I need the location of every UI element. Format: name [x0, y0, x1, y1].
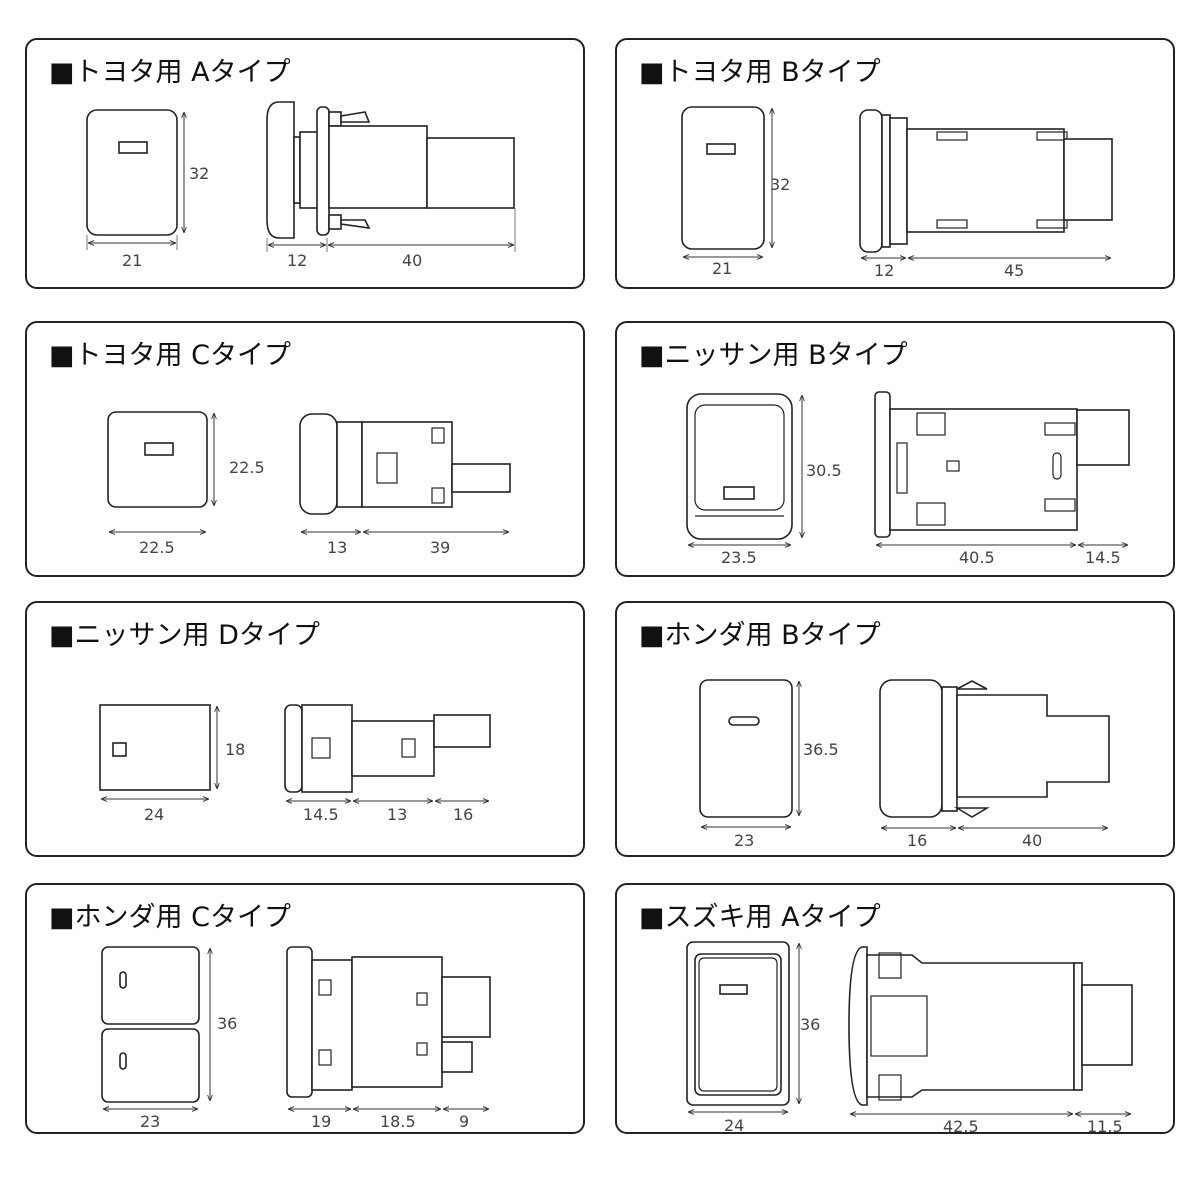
- panel-title: ■トヨタ用 Cタイプ: [49, 340, 291, 371]
- dim-height: 32: [770, 175, 790, 194]
- panel-nissan-d: ■ニッサン用 Dタイプ 24 18 14.5 13 16: [25, 601, 585, 857]
- dim-width: 21: [712, 259, 732, 278]
- indicator-icon: [144, 442, 174, 456]
- indicator-icon: [719, 984, 748, 995]
- switch-diagram: 24 36 42.5 11.5: [686, 941, 1133, 1136]
- dim-flange: 12: [874, 261, 894, 280]
- panel-toyota-c: ■トヨタ用 Cタイプ 22.5 22.5 13 39: [25, 321, 585, 577]
- panel-toyota-a: ■トヨタ用 Aタイプ 21 32 12 40: [25, 38, 585, 289]
- dim-width: 21: [122, 251, 142, 270]
- dim-body: 13: [387, 805, 407, 824]
- dim-depth: 40: [1022, 831, 1042, 850]
- dim-width: 22.5: [139, 538, 175, 557]
- switch-diagram: 22.5 22.5 13 39: [107, 411, 511, 557]
- dim-height: 36: [800, 1015, 820, 1034]
- indicator-icon: [118, 141, 148, 154]
- dim-depth: 40: [402, 251, 422, 270]
- dim-depth: 39: [430, 538, 450, 557]
- panel-title: ■ニッサン用 Bタイプ: [639, 340, 908, 371]
- switch-side-view: [874, 391, 1130, 538]
- switch-front-view: [681, 106, 765, 250]
- dim-width: 23.5: [721, 548, 757, 567]
- switch-side-view: [879, 679, 1110, 818]
- dim-height: 36: [217, 1014, 237, 1033]
- panel-title: ■ニッサン用 Dタイプ: [49, 620, 320, 651]
- panel-title: ■トヨタ用 Aタイプ: [49, 57, 291, 88]
- switch-diagram: 23 36 19 18.5 9: [101, 946, 491, 1131]
- switch-diagram: 23.5 30.5 40.5 14.5: [686, 391, 1130, 567]
- dim-depth: 40.5: [959, 548, 995, 567]
- switch-diagram: 21 32 12 40: [86, 101, 516, 270]
- switch-front-view: [699, 679, 793, 818]
- dim-height: 22.5: [229, 458, 265, 477]
- switch-front-view: [686, 393, 793, 540]
- dim-rear: 16: [453, 805, 473, 824]
- switch-side-view: [299, 413, 511, 515]
- panel-suzuki-a: ■スズキ用 Aタイプ 24 36 42.5 11.5: [615, 883, 1175, 1136]
- switch-side-view: [286, 946, 491, 1098]
- switch-front-view-lower: [101, 1028, 200, 1103]
- dim-height: 32: [189, 164, 209, 183]
- switch-diagram: 23 36.5 16 40: [699, 679, 1110, 850]
- dim-width: 24: [724, 1116, 744, 1135]
- dim-height: 30.5: [806, 461, 842, 480]
- indicator-icon: [728, 716, 760, 726]
- switch-side-view: [266, 101, 515, 239]
- switch-side-view: [859, 109, 1113, 253]
- panel-title: ■スズキ用 Aタイプ: [639, 902, 881, 933]
- dim-flange: 12: [287, 251, 307, 270]
- switch-diagram: 21 32 12 45: [681, 106, 1113, 280]
- dim-width: 23: [140, 1112, 160, 1131]
- dim-flange: 19: [311, 1112, 331, 1131]
- panel-title: ■トヨタ用 Bタイプ: [639, 57, 881, 88]
- panel-title: ■ホンダ用 Cタイプ: [49, 902, 291, 933]
- dim-flange: 16: [907, 831, 927, 850]
- dim-depth: 42.5: [943, 1117, 979, 1136]
- panel-toyota-b: ■トヨタ用 Bタイプ 21 32 12 45: [615, 38, 1175, 289]
- indicator-icon: [119, 1052, 127, 1070]
- dim-height: 36.5: [803, 740, 839, 759]
- indicator-icon: [112, 742, 127, 757]
- switch-front-view: [694, 953, 782, 1096]
- indicator-icon: [119, 971, 127, 989]
- indicator-icon: [706, 143, 736, 155]
- dim-flange: 14.5: [303, 805, 339, 824]
- switch-front-view-upper: [101, 946, 200, 1025]
- panel-honda-c: ■ホンダ用 Cタイプ 23 36 19 18.5 9: [25, 883, 585, 1134]
- dim-width: 24: [144, 805, 164, 824]
- panel-honda-b: ■ホンダ用 Bタイプ 23 36.5 16 40: [615, 601, 1175, 857]
- panel-nissan-b: ■ニッサン用 Bタイプ 23.5 30.5 40.5 14.5: [615, 321, 1175, 577]
- switch-front-view: [86, 109, 178, 236]
- dim-rear: 14.5: [1085, 548, 1121, 567]
- dim-rear: 9: [459, 1112, 469, 1131]
- switch-diagram: 24 18 14.5 13 16: [99, 704, 491, 824]
- dim-rear: 11.5: [1087, 1117, 1123, 1136]
- switch-side-view: [848, 946, 1133, 1106]
- dim-body: 18.5: [380, 1112, 416, 1131]
- dim-flange: 13: [327, 538, 347, 557]
- switch-side-view: [284, 704, 491, 793]
- dim-depth: 45: [1004, 261, 1024, 280]
- indicator-icon: [723, 486, 755, 500]
- dim-height: 18: [225, 740, 245, 759]
- dim-width: 23: [734, 831, 754, 850]
- switch-front-view: [107, 411, 208, 508]
- panel-title: ■ホンダ用 Bタイプ: [639, 620, 881, 651]
